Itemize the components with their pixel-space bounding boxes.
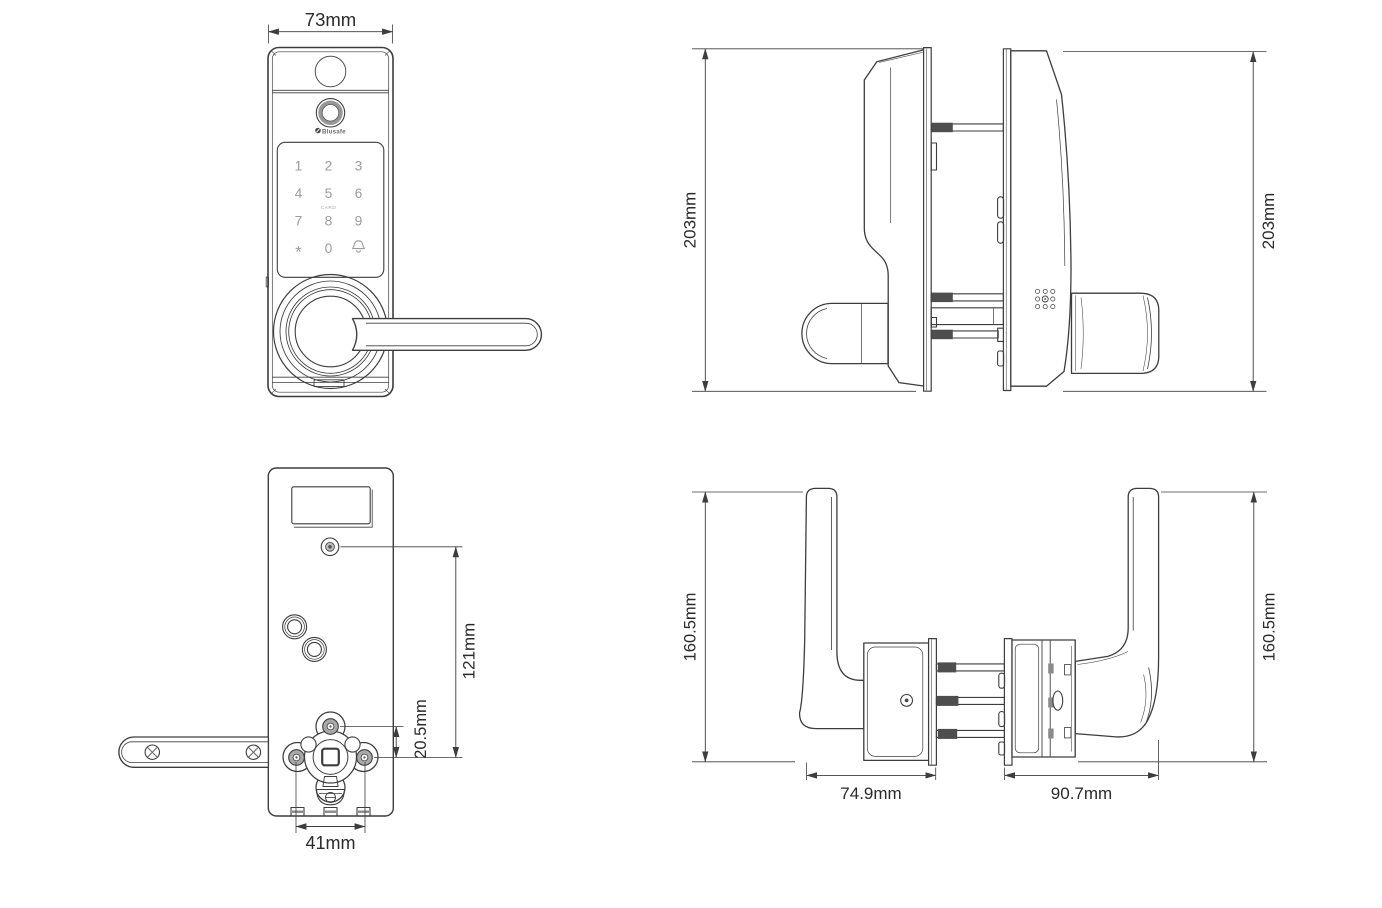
top-view-exterior-unit bbox=[998, 487, 1160, 766]
top-height-left-label: 160.5mm bbox=[682, 593, 700, 662]
key-9: 9 bbox=[355, 213, 363, 228]
dimension-back-vertical: 121mm bbox=[340, 546, 479, 759]
front-width-label: 73mm bbox=[305, 9, 356, 30]
blusafe-logo: Blusafe bbox=[315, 127, 346, 135]
side-view: 203mm bbox=[681, 46, 1278, 392]
cable-hole-2 bbox=[301, 636, 327, 662]
dimension-top-interior-depth: 74.9mm bbox=[806, 762, 937, 803]
key-1: 1 bbox=[295, 158, 303, 173]
key-3: 3 bbox=[355, 158, 363, 173]
key-6: 6 bbox=[355, 186, 363, 201]
exterior-handle-stub bbox=[1070, 292, 1160, 375]
interior-handle-stub bbox=[801, 302, 889, 365]
fingerprint-sensor-icon bbox=[315, 98, 346, 128]
interior-body-screw bbox=[900, 693, 914, 707]
logo-text: Blusafe bbox=[322, 128, 346, 135]
dimension-front-width: 73mm bbox=[267, 9, 394, 44]
exterior-lever-top bbox=[1074, 487, 1160, 738]
key-4: 4 bbox=[295, 186, 303, 201]
connecting-bolts-top bbox=[935, 662, 1005, 739]
spindle-bar bbox=[930, 307, 1004, 326]
key-star: * bbox=[295, 244, 302, 262]
interior-mounting-plate bbox=[922, 46, 932, 392]
speaker-grille bbox=[1035, 288, 1056, 310]
battery-cover-window bbox=[291, 486, 373, 528]
side-height-right-label: 203mm bbox=[1259, 193, 1278, 250]
cable-hole bbox=[282, 614, 308, 640]
latch-clip bbox=[315, 788, 346, 806]
dimension-side-height-left: 203mm bbox=[681, 48, 930, 392]
bottom-tabs bbox=[290, 806, 371, 817]
dimension-top-exterior-depth: 90.7mm bbox=[1004, 740, 1159, 803]
front-view: 73mm Blusafe 1 2 3 bbox=[265, 9, 543, 398]
top-interior-depth-label: 74.9mm bbox=[840, 784, 901, 803]
top-view: 160.5mm bbox=[682, 487, 1279, 803]
key-5: 5 bbox=[325, 186, 333, 201]
card-label: CARD bbox=[321, 205, 337, 211]
back-handle-lever bbox=[118, 736, 270, 768]
dimension-side-height-right: 203mm bbox=[1063, 51, 1278, 392]
assembly-screw-left bbox=[288, 749, 305, 766]
dimension-back-offset: 20.5mm bbox=[340, 699, 430, 759]
top-view-interior-unit bbox=[798, 487, 937, 766]
handle-lever bbox=[351, 317, 543, 351]
key-cylinder-slot bbox=[1052, 690, 1064, 711]
key-7: 7 bbox=[295, 213, 303, 228]
camera-icon bbox=[314, 55, 347, 88]
lever-screw-1 bbox=[144, 744, 161, 760]
top-exterior-depth-label: 90.7mm bbox=[1051, 784, 1112, 803]
lever-screw-2 bbox=[245, 744, 262, 760]
front-bottom-band bbox=[272, 376, 389, 388]
key-2: 2 bbox=[325, 158, 333, 173]
key-8: 8 bbox=[325, 213, 333, 228]
side-height-left-label: 203mm bbox=[681, 192, 700, 249]
doorbell-icon bbox=[352, 240, 365, 253]
exterior-unit-side-view bbox=[997, 48, 1160, 392]
top-mounting-screw bbox=[320, 537, 340, 557]
back-width-label: 41mm bbox=[305, 833, 355, 853]
back-view: 121mm 20.5mm 41mm bbox=[118, 467, 479, 853]
card-slot-notch bbox=[265, 276, 269, 288]
connecting-bolts-side bbox=[930, 122, 1005, 342]
top-height-right-label: 160.5mm bbox=[1261, 593, 1279, 662]
dimension-top-height-right: 160.5mm bbox=[1078, 491, 1279, 763]
assembly-screw-right bbox=[356, 749, 373, 766]
spindle-mount-assembly bbox=[282, 711, 379, 806]
exterior-mounting-plate bbox=[1002, 48, 1012, 392]
back-vertical-label: 121mm bbox=[460, 623, 479, 680]
key-0: 0 bbox=[325, 241, 333, 256]
back-offset-label: 20.5mm bbox=[412, 699, 430, 759]
assembly-screw-top bbox=[322, 718, 339, 735]
front-escutcheon: Blusafe 1 2 3 4 5 6 CARD 7 8 9 * 0 bbox=[265, 46, 543, 398]
dimension-top-height-left: 160.5mm bbox=[682, 491, 803, 763]
keypad: 1 2 3 4 5 6 CARD 7 8 9 * 0 bbox=[276, 141, 385, 278]
dimension-back-width: 41mm bbox=[295, 762, 366, 853]
spindle-hole bbox=[321, 747, 340, 767]
interior-unit-side-view bbox=[801, 46, 938, 392]
